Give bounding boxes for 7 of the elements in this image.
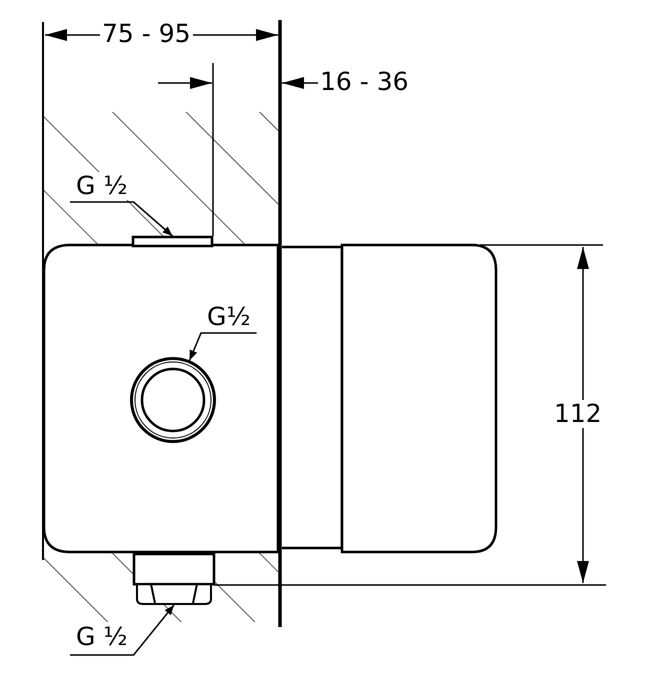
- thread-size-label: G ½: [74, 172, 130, 200]
- outlet-ring: [130, 357, 216, 443]
- hex-nut: [133, 553, 215, 605]
- pipe-connector: [132, 236, 213, 246]
- leader-line: [70, 604, 175, 656]
- leader-line: [188, 332, 257, 361]
- leader-line: [70, 201, 173, 237]
